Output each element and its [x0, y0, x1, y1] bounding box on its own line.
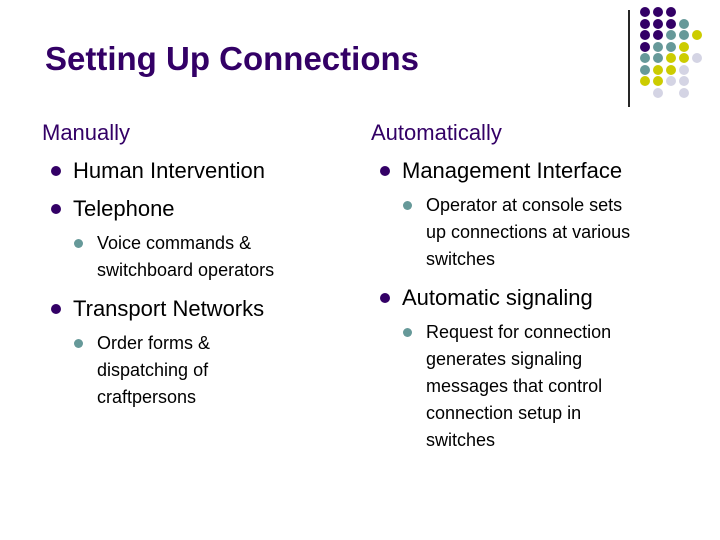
decoration-dot [653, 30, 663, 40]
bullet-text: Request for connection generates signali… [426, 322, 612, 450]
bullet-text: Telephone [73, 196, 175, 221]
bullet-text: Automatic signaling [402, 285, 593, 310]
bullet-text: Transport Networks [73, 296, 265, 321]
decoration-dot [653, 7, 663, 17]
bullet-text: Human Intervention [73, 158, 265, 183]
decoration-dot [640, 7, 650, 17]
column-heading: Manually [42, 120, 131, 145]
sub-bullet-item: Request for connection generates signali… [403, 319, 709, 454]
decoration-line [628, 10, 630, 107]
decoration-dot [679, 18, 689, 29]
bullet-icon [51, 204, 61, 214]
bullet-item: Human Intervention [42, 158, 366, 184]
decoration-dot [692, 30, 702, 40]
decoration-dots [640, 7, 712, 107]
decoration-dot [653, 87, 663, 98]
decoration-dot [653, 64, 663, 75]
decoration-dot [666, 18, 676, 29]
bullet-text: Order forms & dispatching of craftperson… [97, 333, 211, 407]
decoration-dot [679, 64, 689, 75]
decoration-dot [640, 41, 650, 52]
decoration-dot [653, 76, 663, 86]
bullet-icon [380, 166, 390, 176]
bullet-text: Voice commands & switchboard operators [97, 233, 275, 280]
decoration-dot [640, 76, 650, 86]
decoration-dot [666, 76, 676, 86]
decoration-dot [666, 30, 676, 40]
sub-bullet-icon [74, 339, 83, 348]
bullet-icon [380, 293, 390, 303]
bullet-icon [51, 166, 61, 176]
decoration-dot [666, 7, 676, 17]
bullet-text: Operator at console sets up connections … [426, 195, 631, 269]
decoration-dot [653, 41, 663, 52]
decoration-dot [640, 30, 650, 40]
sub-bullet-item: Voice commands & switchboard operators [74, 230, 366, 284]
bullet-item: Telephone [42, 196, 366, 222]
decoration-dot [653, 18, 663, 29]
sub-bullet-icon [403, 328, 412, 337]
decoration-dot [679, 87, 689, 98]
decoration-dot [679, 76, 689, 86]
bullet-item: Transport Networks [42, 296, 366, 322]
sub-bullet-item: Operator at console sets up connections … [403, 192, 709, 273]
decoration-dot [653, 53, 663, 63]
sub-bullet-item: Order forms & dispatching of craftperson… [74, 330, 366, 411]
decoration-dot [640, 18, 650, 29]
decoration-dot [692, 53, 702, 63]
sub-bullet-icon [403, 201, 412, 210]
decoration-dot [679, 41, 689, 52]
bullet-item: Management Interface [371, 158, 709, 184]
bullet-icon [51, 304, 61, 314]
column-heading: Automatically [371, 120, 502, 145]
decoration-dot [679, 53, 689, 63]
bullet-text: Management Interface [402, 158, 623, 183]
decoration-dot [666, 41, 676, 52]
bullet-item: Automatic signaling [371, 285, 709, 311]
decoration-dot [666, 64, 676, 75]
slide-title: Setting Up Connections [45, 40, 419, 77]
decoration-dot [640, 53, 650, 63]
decoration-dot [640, 64, 650, 75]
sub-bullet-icon [74, 239, 83, 248]
decoration-dot [666, 53, 676, 63]
decoration-dot [679, 30, 689, 40]
